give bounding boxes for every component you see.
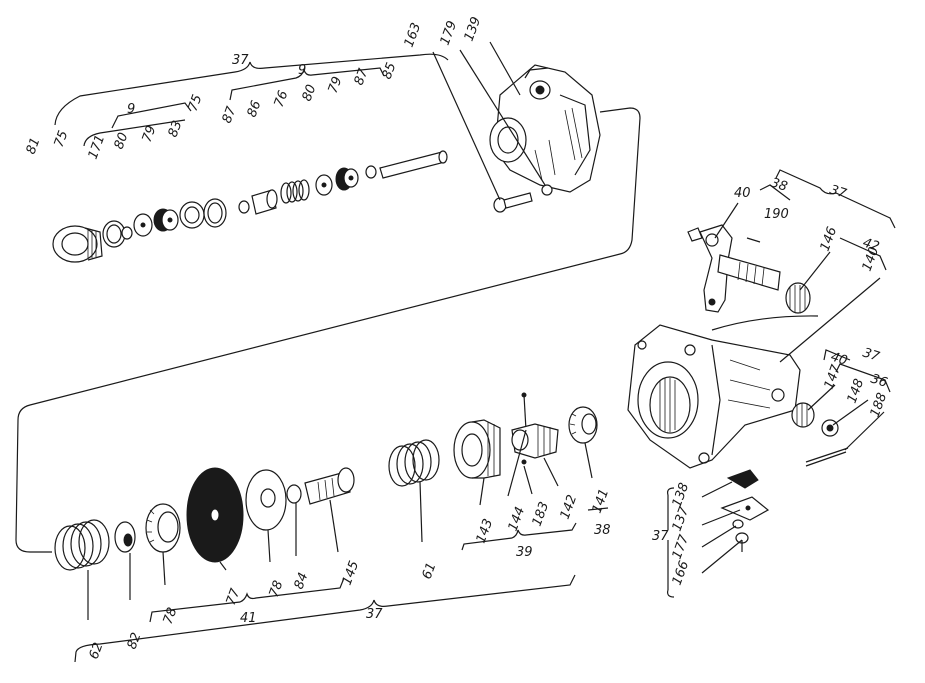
part-42-shaft bbox=[717, 254, 781, 291]
part-62-spring bbox=[54, 519, 110, 571]
part-77-disc bbox=[186, 467, 244, 563]
callout: 78 bbox=[267, 579, 287, 600]
callout: 40 bbox=[829, 350, 849, 369]
part-76-spring bbox=[280, 179, 310, 204]
callout: 79 bbox=[326, 75, 346, 96]
part-85-pin bbox=[379, 150, 448, 179]
part-141-gear bbox=[568, 406, 598, 444]
part-144-pin bbox=[523, 394, 527, 431]
callout: 40 bbox=[734, 186, 751, 201]
callout: 76 bbox=[272, 89, 292, 110]
connection-path bbox=[15, 107, 641, 553]
part-179-washer bbox=[541, 184, 553, 196]
callout: 138 bbox=[670, 481, 693, 509]
part-79-cone-b bbox=[335, 167, 359, 191]
part-163-bolt bbox=[493, 192, 533, 213]
callout: 166 bbox=[670, 559, 693, 587]
callout: 61 bbox=[420, 561, 440, 582]
callout: 38 bbox=[769, 176, 789, 195]
callout: 37 bbox=[366, 607, 383, 622]
callout: 37 bbox=[828, 183, 849, 203]
callout-labels: 37 9 163 179 139 9 75 87 86 76 80 79 87 … bbox=[24, 15, 891, 661]
part-140-housing bbox=[627, 324, 801, 469]
callout: 142 bbox=[558, 493, 581, 521]
callout: 80 bbox=[112, 131, 132, 152]
callout: 42 bbox=[861, 236, 881, 255]
callout: 9 bbox=[298, 63, 306, 78]
part-143-bearing bbox=[453, 419, 501, 479]
top-leader-lines bbox=[432, 41, 546, 201]
right-connection-line bbox=[711, 315, 819, 331]
callout: 36 bbox=[869, 372, 889, 391]
callout: 177 bbox=[670, 532, 693, 561]
callout: 190 bbox=[764, 207, 789, 222]
top-parts-row bbox=[52, 150, 448, 263]
part-146-bushing bbox=[785, 282, 811, 314]
part-183-ball bbox=[521, 459, 527, 465]
part-188-cotter-pin bbox=[805, 447, 849, 467]
top-group-brackets bbox=[54, 53, 449, 147]
part-81-nut bbox=[52, 225, 103, 263]
callout: 37 bbox=[861, 346, 882, 366]
part-82-nut bbox=[114, 521, 136, 553]
bottom-group-brackets bbox=[74, 507, 609, 663]
callout: 80 bbox=[300, 83, 320, 104]
callout: 139 bbox=[462, 15, 485, 43]
callout: 145 bbox=[340, 559, 363, 587]
part-84-ring bbox=[286, 484, 302, 504]
part-166-screw bbox=[735, 532, 749, 552]
callout: 84 bbox=[292, 571, 312, 592]
part-61-spring bbox=[388, 439, 440, 487]
callout: 183 bbox=[530, 500, 553, 528]
bottom-parts-row bbox=[54, 392, 598, 571]
callout: 75 bbox=[186, 93, 206, 114]
part-139-housing bbox=[489, 64, 601, 193]
bottom-leader-lines bbox=[87, 429, 593, 620]
callout: 141 bbox=[590, 487, 613, 515]
callout: 143 bbox=[474, 517, 497, 545]
part-190-pin bbox=[746, 237, 761, 243]
part-171-washer bbox=[121, 226, 133, 240]
callout: 79 bbox=[140, 124, 160, 145]
part-87-oring-b bbox=[365, 165, 377, 179]
callout: 87 bbox=[220, 104, 240, 125]
right-group-brackets bbox=[759, 169, 896, 393]
part-83-ring bbox=[179, 201, 205, 229]
callout: 9 bbox=[127, 102, 135, 117]
right-leader-lines bbox=[701, 202, 885, 574]
part-87-oring bbox=[238, 200, 250, 214]
callout: 148 bbox=[845, 377, 868, 405]
callout: 75 bbox=[52, 129, 72, 150]
callout: 82 bbox=[125, 631, 145, 652]
callout: 37 bbox=[232, 53, 249, 68]
callout: 85 bbox=[380, 61, 400, 82]
part-138-gasket bbox=[726, 469, 759, 489]
callout: 179 bbox=[438, 19, 461, 47]
callout: 163 bbox=[402, 21, 425, 49]
callout: 62 bbox=[87, 641, 107, 662]
callout: 41 bbox=[240, 611, 257, 626]
callout: 86 bbox=[245, 99, 265, 120]
callout: 77 bbox=[224, 586, 244, 607]
part-79-cone bbox=[153, 208, 179, 232]
part-86-tube bbox=[251, 189, 278, 215]
callout: 87 bbox=[352, 66, 372, 87]
callout: 137 bbox=[670, 504, 693, 533]
callout: 83 bbox=[166, 119, 186, 140]
part-137-cover bbox=[720, 496, 770, 521]
callout: 37 bbox=[652, 529, 669, 544]
callout: 81 bbox=[24, 136, 44, 157]
callout: 188 bbox=[868, 391, 891, 419]
part-145-sleeve bbox=[304, 467, 355, 505]
part-142-pinion bbox=[511, 423, 559, 459]
callout: 78 bbox=[161, 606, 181, 627]
callout: 144 bbox=[506, 505, 529, 533]
callout: 39 bbox=[516, 545, 533, 560]
callout: 38 bbox=[594, 523, 611, 538]
part-78-plate bbox=[245, 469, 287, 531]
callout: 146 bbox=[818, 225, 841, 253]
part-147-bushing bbox=[791, 402, 815, 428]
part-78-gear bbox=[145, 503, 181, 553]
